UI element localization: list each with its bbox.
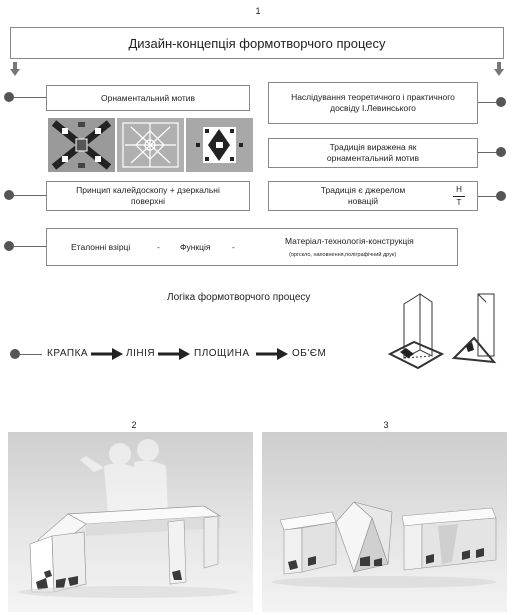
fraction-bar: [453, 196, 465, 197]
arrow-down-right-icon: [494, 62, 504, 76]
connector-line: [478, 152, 496, 153]
ornament-tile-2: [117, 118, 184, 172]
material-label: Матеріал-технологія-конструкція: [285, 236, 414, 246]
connector-dot: [10, 349, 20, 359]
fraction: Н Т: [453, 185, 465, 208]
logic-step-dot: КРАПКА: [47, 348, 89, 359]
bench-render-photo-2: [262, 432, 507, 612]
ornament-tile-3: [186, 118, 253, 172]
connector-dot: [4, 241, 14, 251]
figure-number-1: 1: [255, 6, 261, 16]
logic-title: Логіка формотворчого процесу: [167, 292, 311, 303]
ornament-tile-1: [48, 118, 115, 172]
connector-dot: [496, 97, 506, 107]
separator: -: [232, 242, 235, 252]
volume-sketch-1: [387, 293, 445, 370]
volume-sketch-2: [451, 293, 497, 364]
research-label: Наслідування теоретичного і практичного …: [291, 92, 455, 113]
arrow-right-icon: [256, 348, 288, 360]
connector-dot: [4, 92, 14, 102]
kaleidoscope-box: Принцип калейдоскопу + дзеркальні поверх…: [46, 181, 250, 211]
connector-dot: [4, 190, 14, 200]
figure-number-2: 2: [131, 420, 137, 430]
connector-line: [478, 102, 496, 103]
connector-line: [14, 195, 46, 196]
criteria-box: Еталонні взірці - Функція - Матеріал-тех…: [46, 228, 458, 266]
connector-dot: [496, 147, 506, 157]
connector-dot: [496, 191, 506, 201]
arrow-right-icon: [158, 348, 190, 360]
fraction-numerator: Н: [456, 185, 462, 194]
ornament-label: Орнаментальний мотив: [100, 92, 196, 103]
tradition-source-box: Традиція є джерелом новацій Н Т: [268, 181, 478, 211]
bench-render-photo-1: [8, 432, 253, 612]
research-box: Наслідування теоретичного і практичного …: [268, 82, 478, 124]
connector-line: [14, 97, 46, 98]
connector-line: [14, 246, 46, 247]
figure-number-3: 3: [383, 420, 389, 430]
kaleidoscope-label: Принцип калейдоскопу + дзеркальні поверх…: [76, 185, 220, 206]
tradition-motif-box: Традиція виражена як орнаментальний моти…: [268, 138, 478, 168]
logic-step-line: ЛІНІЯ: [126, 348, 156, 359]
logic-step-volume: ОБ'ЄМ: [292, 348, 327, 359]
tradition-motif-label: Традиція виражена як орнаментальний моти…: [326, 142, 420, 163]
arrow-down-left-icon: [10, 62, 20, 76]
fraction-denominator: Т: [456, 198, 462, 207]
ornament-box: Орнаментальний мотив: [46, 85, 250, 111]
samples-label: Еталонні взірці: [71, 242, 131, 252]
tradition-source-label: Традиція є джерелом новацій: [320, 185, 406, 206]
logic-step-plane: ПЛОЩИНА: [194, 348, 250, 359]
header-title-box: Дизайн-концепція формотворчого процесу: [10, 27, 504, 59]
connector-line: [20, 354, 42, 355]
material-sublabel: (оргскло, наповнення,поліграфічний друк): [289, 252, 397, 258]
header-title: Дизайн-концепція формотворчого процесу: [128, 35, 386, 51]
arrow-right-icon: [91, 348, 123, 360]
separator: -: [157, 242, 160, 252]
connector-line: [478, 196, 496, 197]
function-label: Функція: [180, 242, 211, 252]
